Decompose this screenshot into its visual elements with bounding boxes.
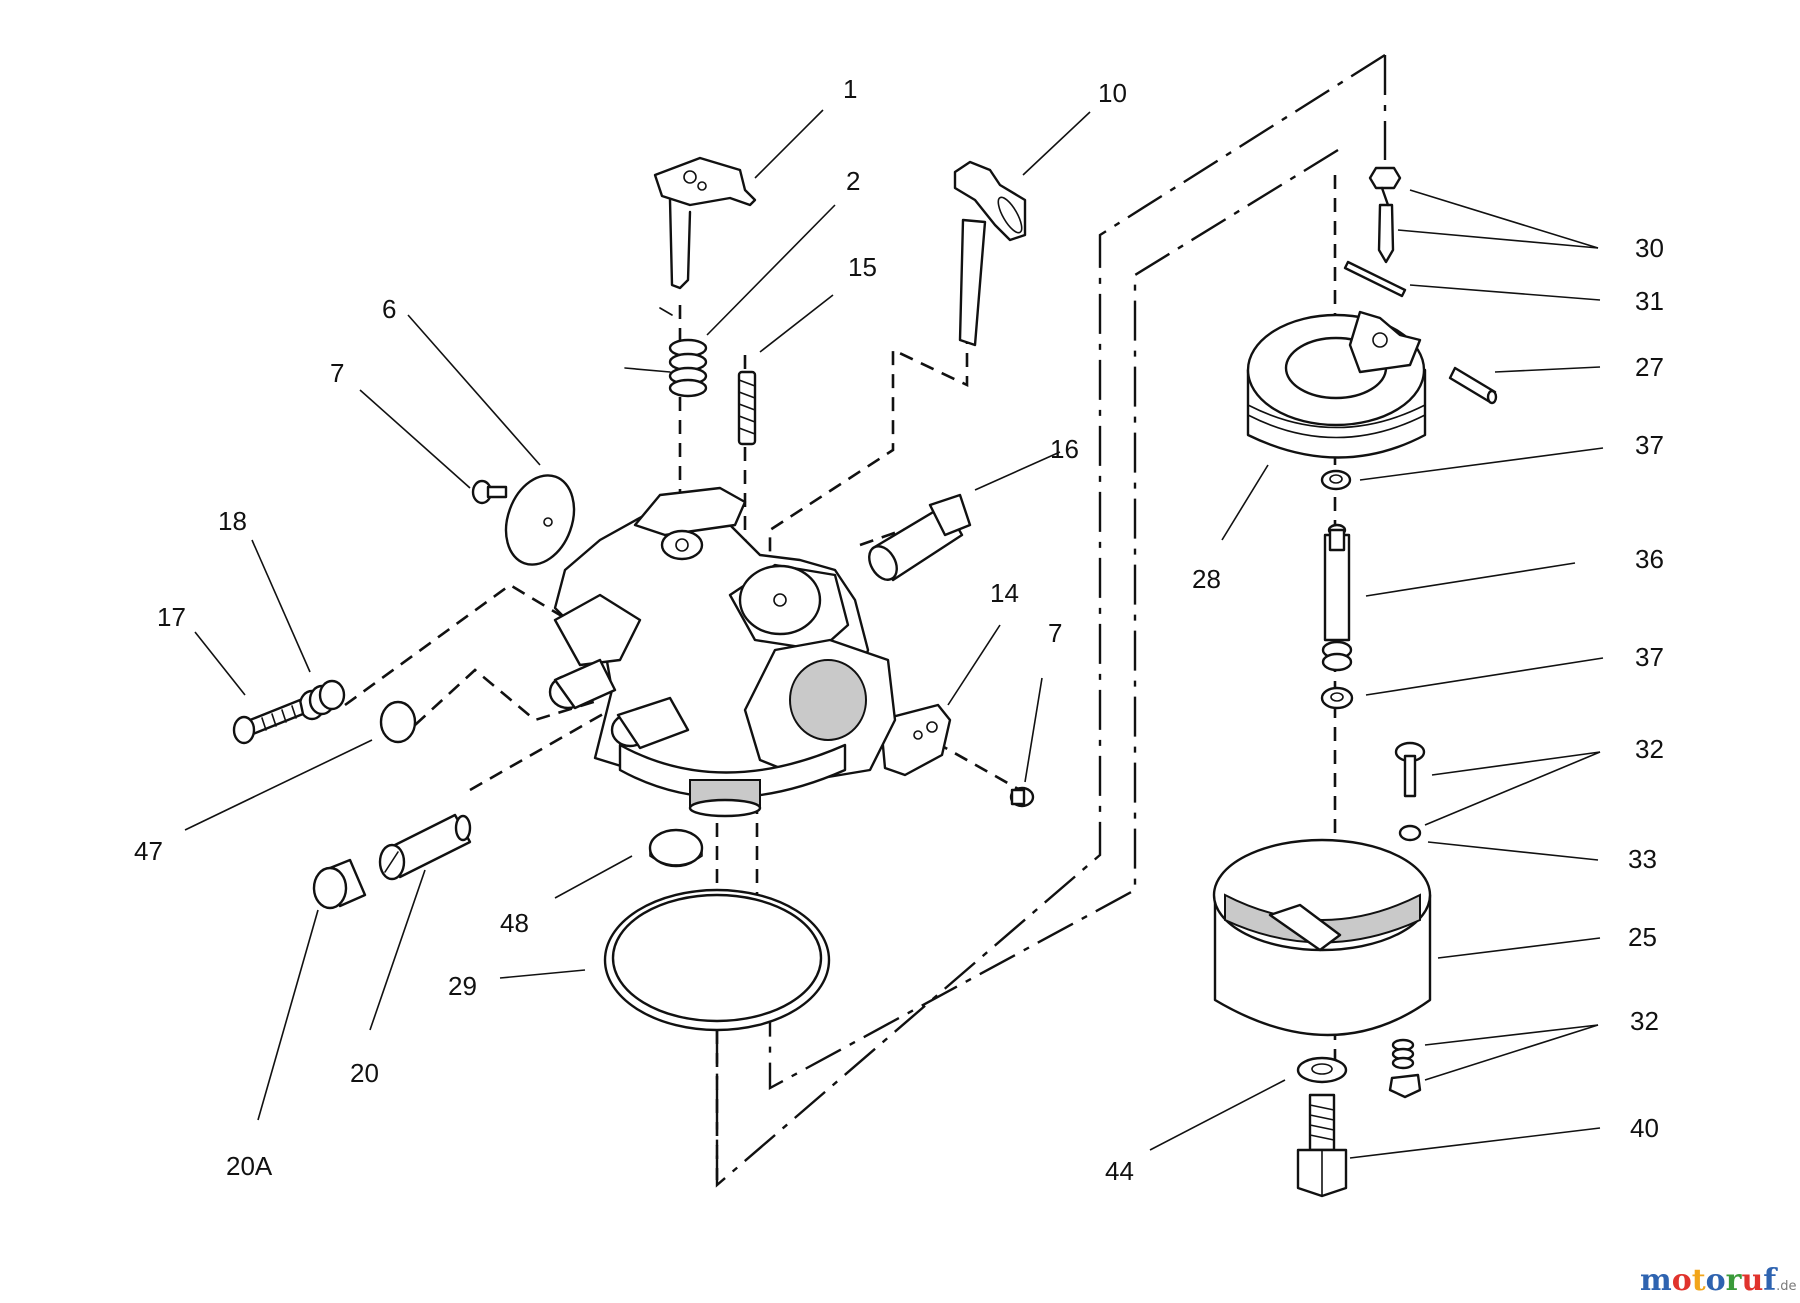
callout-14: 14 [990, 578, 1019, 608]
callout-7: 7 [330, 358, 344, 388]
callout-6: 6 [382, 294, 396, 324]
callout-28: 28 [1192, 564, 1221, 594]
part-40-drain-bolt [1296, 1093, 1348, 1198]
part-17-idle-screw [232, 698, 305, 745]
callout-numbers: 1 2 10 15 6 7 16 18 17 14 7 47 48 29 20 … [134, 74, 1664, 1186]
callout-33: 33 [1628, 844, 1657, 874]
callout-32: 32 [1635, 734, 1664, 764]
part-18-spring [298, 679, 346, 721]
callout-47: 47 [134, 836, 163, 866]
callout-2: 2 [846, 166, 860, 196]
part-33-washer [1398, 824, 1422, 842]
callout-36: 36 [1635, 544, 1664, 574]
callout-15: 15 [848, 252, 877, 282]
callout-29: 29 [448, 971, 477, 1001]
callout-27: 27 [1635, 352, 1664, 382]
callout-7-lower: 7 [1048, 618, 1062, 648]
part-20-main-jet [378, 813, 472, 881]
callout-10: 10 [1098, 78, 1127, 108]
part-7-screw-lower [1009, 786, 1035, 808]
watermark-letter: f [1763, 1263, 1778, 1298]
part-1-throttle-bracket [653, 156, 757, 290]
part-16-fuel-fitting [868, 493, 972, 582]
leader-lines [184, 109, 1604, 1159]
callout-48: 48 [500, 908, 529, 938]
part-36-shaft [1321, 523, 1353, 672]
callout-37-lower: 37 [1635, 642, 1664, 672]
svg-text:motoruf.de: motoruf.de [1640, 1263, 1797, 1298]
carburetor-body [548, 486, 897, 818]
part-32-spring-lower [1388, 1038, 1422, 1099]
part-37-washer-lower [1320, 686, 1354, 710]
part-47-plug [379, 700, 417, 744]
part-37-washer-upper [1320, 469, 1352, 491]
watermark-suffix: .de [1776, 1279, 1796, 1294]
part-48-gasket [648, 828, 704, 868]
watermark-letter: o [1672, 1263, 1692, 1298]
callout-31: 31 [1635, 286, 1664, 316]
callout-44: 44 [1105, 1156, 1134, 1186]
callout-18: 18 [218, 506, 247, 536]
part-10-choke-lever [953, 160, 1027, 347]
part-6-throttle-disc [504, 474, 576, 566]
watermark-letter: u [1741, 1263, 1763, 1298]
part-28-float [1246, 310, 1427, 459]
callout-17: 17 [157, 602, 186, 632]
part-31-clip [1343, 260, 1407, 298]
part-27-pin [1448, 366, 1498, 405]
callout-40: 40 [1630, 1113, 1659, 1143]
watermark-letter: m [1640, 1263, 1672, 1298]
callout-32-lower: 32 [1630, 1006, 1659, 1036]
callout-20: 20 [350, 1058, 379, 1088]
callout-25: 25 [1628, 922, 1657, 952]
part-7-screw-upper [471, 479, 508, 505]
callout-1: 1 [843, 74, 857, 104]
watermark-letter: o [1706, 1263, 1726, 1298]
callout-16: 16 [1050, 434, 1079, 464]
watermark-letter: t [1692, 1263, 1706, 1298]
callout-30: 30 [1635, 233, 1664, 263]
part-15-spring [737, 370, 757, 446]
callout-37: 37 [1635, 430, 1664, 460]
part-44-washer [1296, 1056, 1348, 1084]
watermark-logo: motoruf.de [1640, 1263, 1797, 1298]
callout-20a: 20A [226, 1151, 273, 1181]
part-20a-cap [312, 858, 367, 910]
part-2-spring [624, 307, 708, 398]
assembly-chain-lines [715, 53, 1387, 1188]
part-29-o-ring [603, 888, 831, 1032]
part-25-float-bowl [1212, 838, 1432, 1037]
watermark-letter: r [1726, 1263, 1743, 1298]
part-32-bolt-upper [1394, 741, 1426, 798]
part-30-needle-seat [1368, 166, 1402, 264]
